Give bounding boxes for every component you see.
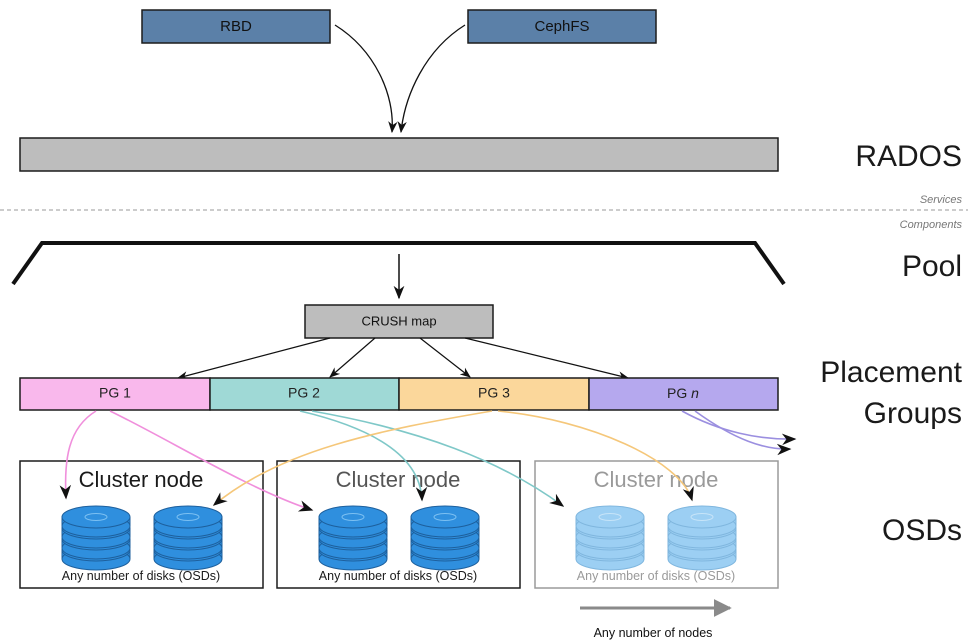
disk-platter (667, 505, 737, 538)
arrow-crush-to-pg3 (419, 337, 471, 378)
arrow-rbd-to-rados (334, 24, 398, 134)
service-cephfs: CephFS (467, 9, 657, 44)
arrow-crush-to-pg2 (329, 337, 376, 378)
osd-disk-stack (667, 505, 737, 571)
disk-platter (318, 505, 388, 538)
pg-2: PG 2 (209, 377, 400, 411)
pg-1-box (19, 377, 211, 411)
cluster-node-2-caption: Any number of disks (OSDs) (319, 569, 477, 583)
cluster-node-1: Cluster node Any number of disks (OSDs) (19, 460, 264, 589)
disk-platter (153, 505, 223, 538)
cluster-node-3: Cluster node Any number of disks (OSDs) (534, 460, 779, 589)
arrow-pg3-to-node3-disk2 (497, 410, 694, 502)
pg-n-label: PG n (667, 385, 699, 401)
pg-2-box (209, 377, 400, 411)
divider-label-services: Services (920, 194, 963, 206)
arrow-pg1-to-node2-disk1 (109, 410, 314, 512)
cluster-node-3-title: Cluster node (594, 467, 719, 492)
pg-2-label: PG 2 (288, 385, 320, 401)
more-nodes-caption: Any number of nodes (594, 626, 713, 640)
arrow-pgn-offscreen-2 (694, 410, 792, 456)
disk-stacks (61, 505, 737, 571)
osd-disk-stack (153, 505, 223, 571)
pg-n-label-suffix: n (691, 385, 699, 401)
cluster-node-1-caption: Any number of disks (OSDs) (62, 569, 220, 583)
arrow-pg3-to-node1-disk2 (212, 410, 493, 506)
cluster-node-3-caption: Any number of disks (OSDs) (577, 569, 735, 583)
pg-3-box (398, 377, 590, 411)
cluster-node-1-title: Cluster node (79, 467, 204, 492)
divider-label-components: Components (900, 219, 963, 231)
disk-platter (410, 505, 480, 538)
service-rbd: RBD (141, 9, 331, 44)
crush-map-label: CRUSH map (361, 313, 436, 328)
layer-label-rados: RADOS (855, 140, 962, 173)
arrow-pg1-to-node1-disk1 (59, 410, 97, 500)
pg-1: PG 1 (19, 377, 211, 411)
service-cephfs-label: CephFS (534, 18, 589, 35)
layer-label-pool: Pool (902, 250, 962, 283)
osd-disk-stack (318, 505, 388, 571)
layer-label-placement: Placement (820, 356, 962, 389)
cluster-node-2-title: Cluster node (336, 467, 461, 492)
pg-n: PG n (588, 377, 779, 411)
crush-map-box: CRUSH map (304, 304, 494, 339)
arrow-pgn-offscreen-1 (681, 410, 797, 446)
arrow-crush-to-pgn (464, 337, 630, 380)
pg-1-label: PG 1 (99, 385, 131, 401)
arrow-crush-to-pg1 (176, 337, 331, 380)
disk-platter (61, 505, 131, 538)
pg-3: PG 3 (398, 377, 590, 411)
layer-label-osds: OSDs (882, 514, 962, 547)
cluster-node-2: Cluster node Any number of disks (OSDs) (276, 460, 521, 589)
arrow-pg2-to-node3-disk1 (311, 410, 565, 507)
osd-disk-stack (410, 505, 480, 571)
osd-disk-stack (61, 505, 131, 571)
disk-platter (575, 505, 645, 538)
pg-3-label: PG 3 (478, 385, 510, 401)
layer-label-groups: Groups (864, 397, 962, 430)
rados-bar (19, 137, 779, 172)
osd-disk-stack (575, 505, 645, 571)
service-rbd-label: RBD (220, 18, 252, 35)
pg-n-label-prefix: PG (667, 385, 691, 401)
pg-n-box (588, 377, 779, 411)
pool-bracket (11, 241, 786, 286)
arrow-pg2-to-node2-disk2 (299, 410, 428, 502)
arrow-cephfs-to-rados (397, 24, 466, 134)
